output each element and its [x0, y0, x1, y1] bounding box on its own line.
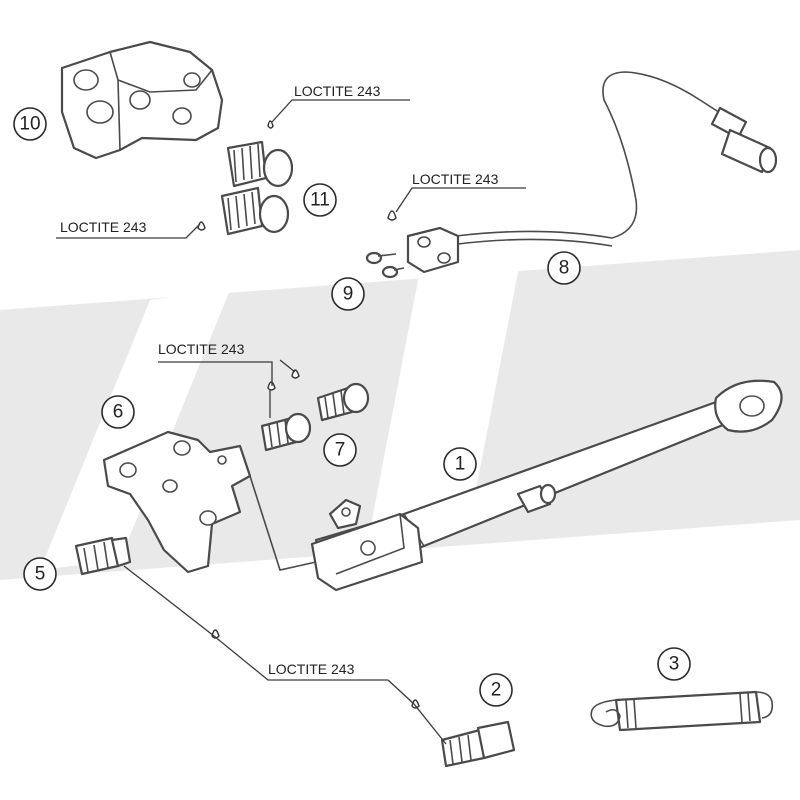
screw-lower	[220, 186, 290, 236]
callout-11: 11	[303, 183, 337, 217]
loctite-label-bracket: LOCTITE 243	[158, 341, 245, 357]
part-5-bolt	[74, 536, 132, 576]
leader-lines	[56, 99, 526, 745]
loctite-label-switch: LOCTITE 243	[412, 171, 499, 187]
part-1-side-stand	[249, 379, 783, 592]
callout-2-label: 2	[491, 680, 502, 701]
loctite-label-bolt: LOCTITE 243	[268, 661, 355, 677]
callout-11-label: 11	[310, 190, 330, 211]
loctite-label-top: LOCTITE 243	[294, 83, 381, 99]
screw-upper	[226, 140, 294, 188]
callout-2: 2	[479, 673, 513, 707]
callout-6: 6	[101, 395, 135, 429]
callout-9-label: 9	[343, 284, 354, 305]
part-2-bolt	[440, 720, 516, 768]
loctite-drop-7	[411, 699, 420, 709]
callout-6-label: 6	[113, 402, 124, 423]
part-11-screws	[220, 140, 294, 236]
callout-8-label: 8	[559, 258, 570, 279]
callout-10: 10	[13, 107, 47, 141]
part-7-screws	[260, 382, 370, 452]
loctite-drop-3	[387, 210, 397, 221]
callout-3: 3	[657, 647, 691, 681]
loctite-drop-2	[197, 221, 206, 231]
callout-8: 8	[547, 251, 581, 285]
part-10-engine-mount	[60, 40, 224, 160]
loctite-drop-1	[267, 120, 274, 129]
callout-5-label: 5	[35, 564, 46, 585]
callout-1: 1	[443, 447, 477, 481]
part-8-switch-cable	[406, 71, 778, 274]
screw-a	[316, 382, 370, 422]
callout-7-label: 7	[335, 440, 346, 461]
screw-b	[260, 412, 312, 452]
callout-5: 5	[23, 557, 57, 591]
callout-1-label: 1	[455, 454, 466, 475]
callout-3-label: 3	[669, 654, 680, 675]
callout-9: 9	[331, 277, 365, 311]
callout-7: 7	[323, 433, 357, 467]
part-6-bracket	[102, 430, 252, 574]
part-3-spring	[590, 690, 774, 732]
loctite-label-mount: LOCTITE 243	[60, 219, 147, 235]
callout-10-label: 10	[19, 114, 40, 135]
part-9-screws	[365, 251, 405, 279]
